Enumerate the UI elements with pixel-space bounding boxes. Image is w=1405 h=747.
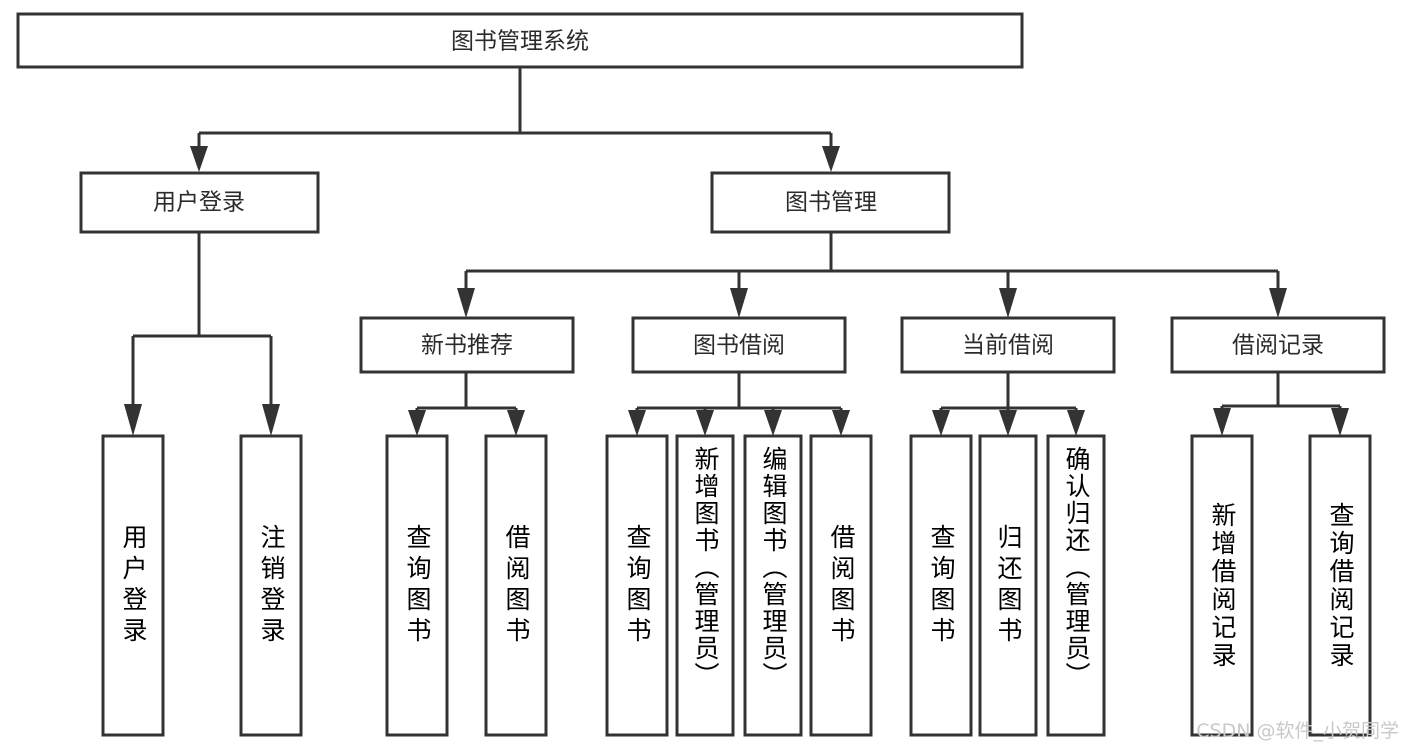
node-user-login-label: 用户登录: [153, 190, 245, 216]
node-leaf-query-record[interactable]: [1308, 434, 1372, 737]
node-leaf-query-book-2-label: 查询图书: [623, 523, 652, 648]
arrow-head-leaf-add-record: [1213, 408, 1231, 436]
node-leaf-borrow-book-1-box[interactable]: [484, 434, 548, 737]
arrow-head-leaf-return-book: [999, 410, 1017, 436]
node-leaf-edit-book-label: 编辑图书（管理员）: [759, 446, 788, 689]
node-leaf-borrow-book-2-box[interactable]: [809, 434, 873, 737]
vtext-leaf-query-book-2-wrap: 查询图书: [623, 523, 652, 648]
node-borrow-record[interactable]: 借阅记录: [1170, 316, 1386, 374]
node-leaf-query-record-label: 查询借阅记录: [1326, 501, 1355, 670]
arrow-head-borrow-record: [1269, 288, 1287, 318]
node-leaf-query-book-1-box[interactable]: [385, 434, 449, 737]
arrow-head-leaf-add-book: [696, 410, 714, 436]
node-leaf-confirm-return-label: 确认归还（管理员）: [1062, 446, 1091, 689]
node-leaf-logout-label: 注销登录: [257, 523, 286, 648]
arrow-head-leaf-confirm-return: [1067, 410, 1085, 436]
arrow-head-leaf-query-book-1: [408, 410, 426, 436]
arrow-head-leaf-borrow-book-2: [832, 410, 850, 436]
node-leaf-user-login-box[interactable]: [101, 434, 165, 737]
node-leaf-logout-box[interactable]: [239, 434, 303, 737]
arrow-head-leaf-edit-book: [764, 410, 782, 436]
node-leaf-add-book-label: 新增图书（管理员）: [691, 446, 720, 689]
node-book-borrow[interactable]: 图书借阅: [631, 316, 847, 374]
node-borrow-record-box[interactable]: [1170, 316, 1386, 374]
node-leaf-confirm-return-box[interactable]: [1046, 434, 1106, 737]
node-leaf-user-login-label: 用户登录: [119, 523, 148, 648]
arrow-head-new-book-rec: [457, 288, 475, 318]
arrow-head-leaf-borrow-book-1: [507, 410, 525, 436]
node-new-book-rec-box[interactable]: [359, 316, 575, 374]
arrow-head-user-login: [190, 146, 208, 172]
node-leaf-confirm-return[interactable]: [1046, 434, 1106, 737]
node-leaf-query-book-1[interactable]: [385, 434, 449, 737]
node-book-borrow-box[interactable]: [631, 316, 847, 374]
node-current-borrow-label: 当前借阅: [962, 333, 1054, 359]
node-leaf-query-book-3-label: 查询图书: [927, 523, 956, 648]
node-leaf-borrow-book-1[interactable]: [484, 434, 548, 737]
node-leaf-add-book-box[interactable]: [675, 434, 735, 737]
node-book-manage-label: 图书管理: [785, 190, 877, 216]
node-leaf-query-book-3-box[interactable]: [909, 434, 973, 737]
node-borrow-record-label: 借阅记录: [1232, 333, 1324, 359]
node-current-borrow-box[interactable]: [900, 316, 1116, 374]
node-book-manage[interactable]: 图书管理: [710, 171, 951, 234]
vtext-leaf-query-book-3-wrap: 查询图书: [927, 523, 956, 648]
node-leaf-add-record-label: 新增借阅记录: [1208, 501, 1237, 670]
node-leaf-logout[interactable]: [239, 434, 303, 737]
node-leaf-borrow-book-2-label: 借阅图书: [827, 523, 856, 648]
arrow-head-leaf-logout: [262, 404, 280, 436]
vtext-leaf-edit-book-wrap: 编辑图书（管理员）: [759, 446, 788, 689]
node-leaf-query-book-1-label: 查询图书: [403, 523, 432, 648]
vtext-leaf-user-login-wrap: 用户登录: [119, 523, 148, 648]
node-new-book-rec[interactable]: 新书推荐: [359, 316, 575, 374]
arrow-head-book-borrow: [730, 288, 748, 318]
arrow-head-book-manage: [822, 146, 840, 172]
arrow-head-leaf-user-login: [124, 404, 142, 436]
vtext-leaf-query-book-1-wrap: 查询图书: [403, 523, 432, 648]
node-leaf-user-login[interactable]: [101, 434, 165, 737]
node-leaf-add-record[interactable]: [1190, 434, 1254, 737]
node-root-box[interactable]: [16, 12, 1024, 69]
node-root[interactable]: 图书管理系统: [16, 12, 1024, 69]
vtext-leaf-borrow-book-1-wrap: 借阅图书: [502, 523, 531, 648]
arrow-head-current-borrow: [999, 288, 1017, 318]
node-root-label: 图书管理系统: [451, 29, 589, 55]
node-leaf-query-book-2[interactable]: [605, 434, 669, 737]
vtext-leaf-confirm-return-wrap: 确认归还（管理员）: [1062, 446, 1091, 689]
node-leaf-borrow-book-1-label: 借阅图书: [502, 523, 531, 648]
arrow-head-leaf-query-record: [1331, 408, 1349, 436]
node-leaf-query-book-2-box[interactable]: [605, 434, 669, 737]
vtext-leaf-logout-wrap: 注销登录: [257, 523, 286, 648]
arrow-head-leaf-query-book-2: [628, 410, 646, 436]
node-leaf-borrow-book-2[interactable]: [809, 434, 873, 737]
node-current-borrow[interactable]: 当前借阅: [900, 316, 1116, 374]
node-leaf-query-record-box[interactable]: [1308, 434, 1372, 737]
node-leaf-return-book-box[interactable]: [978, 434, 1038, 737]
node-book-borrow-label: 图书借阅: [693, 333, 785, 359]
node-leaf-return-book-label: 归还图书: [994, 523, 1023, 648]
connector-layer: [124, 67, 1349, 436]
node-leaf-add-book[interactable]: [675, 434, 735, 737]
node-leaf-return-book[interactable]: [978, 434, 1038, 737]
node-user-login-box[interactable]: [79, 171, 320, 234]
node-new-book-rec-label: 新书推荐: [421, 333, 513, 359]
node-leaf-edit-book[interactable]: [743, 434, 803, 737]
node-leaf-query-book-3[interactable]: [909, 434, 973, 737]
vtext-leaf-borrow-book-2-wrap: 借阅图书: [827, 523, 856, 648]
vtext-leaf-add-record-wrap: 新增借阅记录: [1208, 501, 1237, 670]
node-leaf-edit-book-box[interactable]: [743, 434, 803, 737]
node-leaf-add-record-box[interactable]: [1190, 434, 1254, 737]
node-book-manage-box[interactable]: [710, 171, 951, 234]
node-user-login[interactable]: 用户登录: [79, 171, 320, 234]
vtext-leaf-query-record-wrap: 查询借阅记录: [1326, 501, 1355, 670]
vtext-leaf-return-book-wrap: 归还图书: [994, 523, 1023, 648]
vtext-leaf-add-book-wrap: 新增图书（管理员）: [691, 446, 720, 689]
arrow-head-leaf-query-book-3: [932, 410, 950, 436]
